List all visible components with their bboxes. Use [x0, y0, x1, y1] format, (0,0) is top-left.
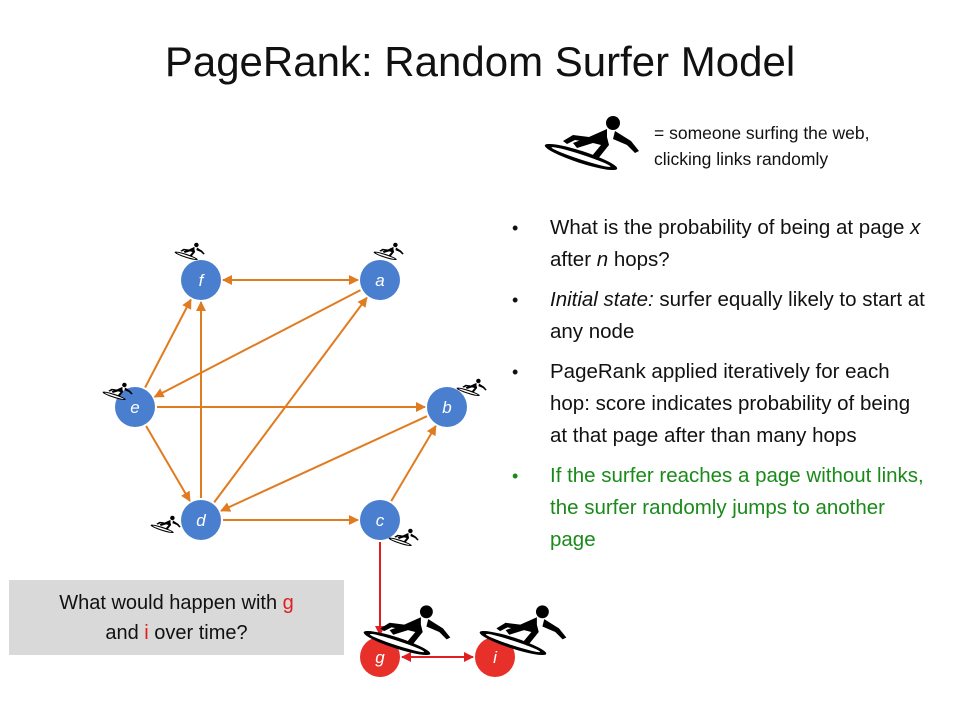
- bullet-dot: •: [512, 362, 519, 382]
- bullet-list: • What is the probability of being at pa…: [512, 212, 932, 564]
- node-i: i: [475, 637, 515, 677]
- surfer-legend-icon: [543, 116, 639, 175]
- node-a: a: [360, 260, 400, 300]
- node-e-label: e: [130, 398, 139, 417]
- node-g-label: g: [375, 648, 385, 667]
- node-d: d: [181, 500, 221, 540]
- edge-e-d: [145, 425, 191, 502]
- edge-d-a: [213, 296, 368, 503]
- edge-c-b: [390, 425, 437, 502]
- question-g: g: [282, 592, 294, 614]
- surfer-legend: = someone surfing the web, clicking link…: [654, 120, 869, 172]
- node-c-label: c: [376, 511, 385, 530]
- node-g: g: [360, 637, 400, 677]
- node-a-label: a: [375, 271, 384, 290]
- node-c: c: [360, 500, 400, 540]
- bullet-probability: • What is the probability of being at pa…: [512, 212, 932, 276]
- surfer-icon-d: [150, 515, 181, 535]
- bullet-dot: •: [512, 466, 519, 486]
- legend-line-1: = someone surfing the web,: [654, 123, 870, 143]
- bullet-initial-state: • Initial state: surfer equally likely t…: [512, 284, 932, 348]
- bullet-random-jump: • If the surfer reaches a page without l…: [512, 460, 932, 556]
- page-title: PageRank: Random Surfer Model: [164, 38, 796, 85]
- bullet-dot: •: [512, 290, 519, 310]
- edge-a-e: [153, 289, 361, 398]
- legend-line-2: clicking links randomly: [654, 149, 829, 169]
- node-b: b: [427, 387, 467, 427]
- bullet-dot: •: [512, 218, 519, 238]
- node-f-label: f: [199, 271, 206, 290]
- surfer-icon-a: [373, 242, 404, 262]
- node-e: e: [115, 387, 155, 427]
- node-b-label: b: [442, 398, 451, 417]
- question-i: i: [144, 622, 149, 644]
- edge-b-d: [220, 415, 428, 512]
- edge-e-f: [144, 298, 192, 388]
- node-f: f: [181, 260, 221, 300]
- question-box: What would happen with g and i over time…: [9, 580, 344, 655]
- surfer-icon-f: [174, 242, 205, 262]
- bullet-iterative: • PageRank applied iteratively for each …: [512, 356, 932, 452]
- node-d-label: d: [196, 511, 206, 530]
- node-i-label: i: [493, 648, 498, 667]
